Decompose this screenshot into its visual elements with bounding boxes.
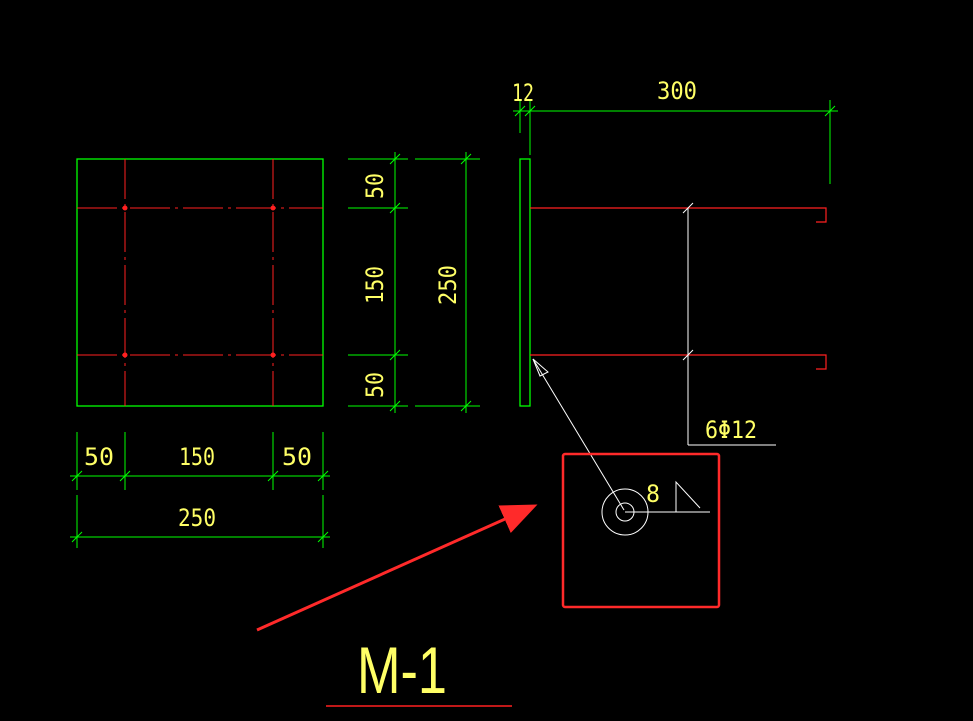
plan-dim-lines: [70, 432, 330, 548]
title-text: M-1: [357, 633, 447, 707]
plan-dim-total: 250: [178, 504, 216, 532]
section-anchor-bars: [530, 207, 827, 370]
annotation-arrow: [256, 504, 538, 632]
rebar-leader: [682, 202, 776, 446]
plan-dim-left: 50: [84, 443, 114, 471]
weld-detail: 8: [561, 452, 721, 609]
plan-dim-mid: 150: [179, 443, 215, 471]
plan-dim-right: 50: [282, 443, 312, 471]
section-view: 12 300 6Φ12: [512, 77, 838, 511]
section-plate: [519, 158, 531, 407]
weld-symbol-icon: [601, 480, 710, 536]
plan-rebar-points: [122, 205, 276, 358]
rebar-label: 6Φ12: [705, 416, 757, 444]
plan-view: 50 150 50 250: [70, 158, 330, 548]
section-dim-length: 300: [657, 77, 697, 105]
side-dim-total: 250: [434, 265, 462, 305]
plate-outline: [76, 158, 324, 407]
side-dimensions: 50 150 50 250: [348, 152, 480, 413]
side-dim-bottom: 50: [361, 372, 389, 398]
drawing-title: M-1: [326, 633, 512, 707]
arrow-pointer-icon: [532, 358, 549, 377]
side-dim-top: 50: [361, 173, 389, 199]
highlight-box: [561, 452, 721, 609]
side-dim-mid: 150: [361, 266, 389, 304]
weld-size: 8: [646, 480, 660, 508]
weld-leader: [532, 358, 625, 511]
section-dim-thickness: 12: [512, 79, 534, 107]
plan-rebar-lines: [77, 159, 323, 406]
